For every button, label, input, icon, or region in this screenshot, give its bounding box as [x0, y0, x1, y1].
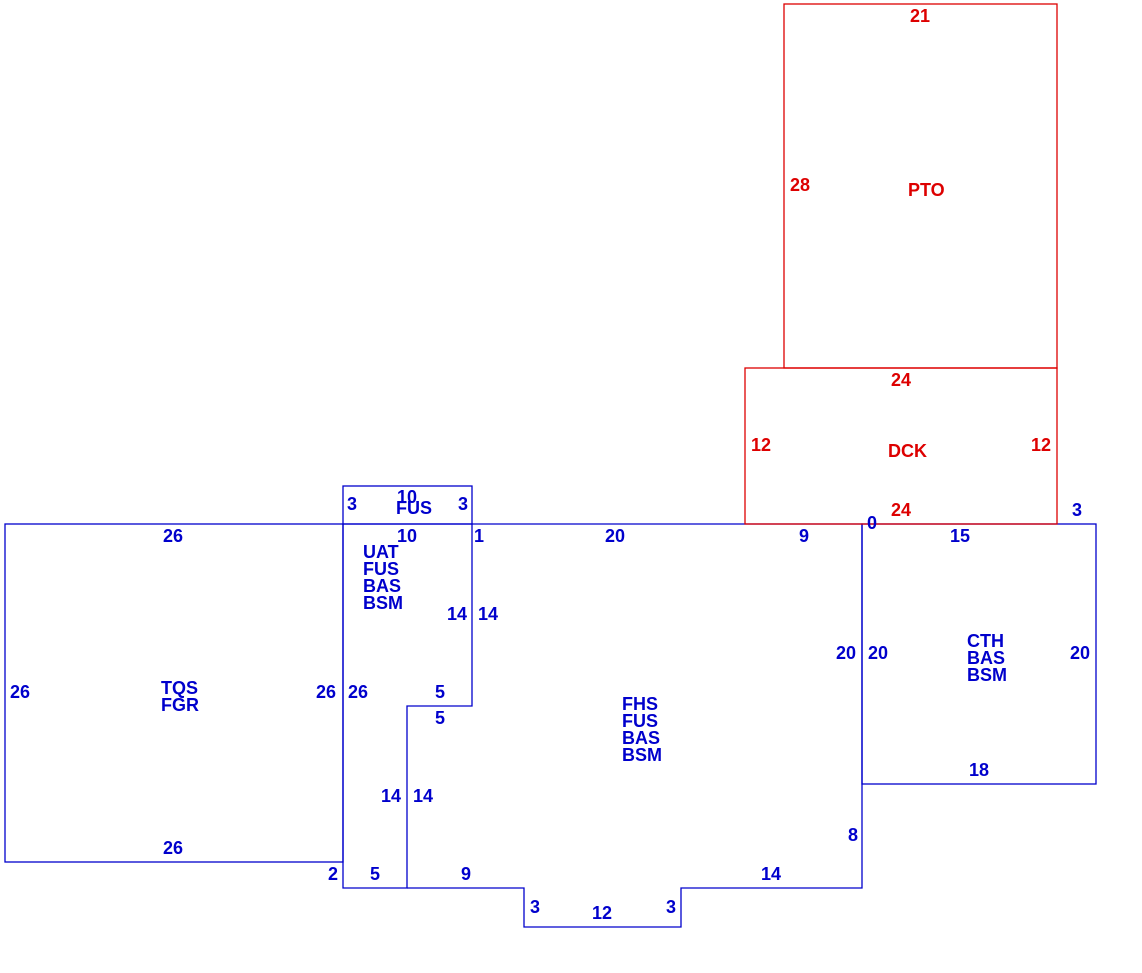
- dim-fhs-right-lower: 8: [848, 825, 858, 845]
- dim-tqs-top: 26: [163, 526, 183, 546]
- area-code: BSM: [363, 593, 403, 613]
- dim-dck-left: 12: [751, 435, 771, 455]
- dim-fhs-top-right: 9: [799, 526, 809, 546]
- dim-uat-step: 5: [435, 682, 445, 702]
- area-code: BAS: [622, 728, 660, 748]
- area-label-uat: UAT FUS BAS BSM: [363, 542, 403, 613]
- dim-pto-top: 21: [910, 6, 930, 26]
- area-code: BSM: [967, 665, 1007, 685]
- dim-cth-corner-left: 0: [867, 513, 877, 533]
- area-code: BAS: [967, 648, 1005, 668]
- dim-fhs-top: 20: [605, 526, 625, 546]
- dim-cth-top: 15: [950, 526, 970, 546]
- area-code: FHS: [622, 694, 658, 714]
- area-code: FUS: [396, 498, 432, 518]
- area-label-fus-bay: FUS: [396, 498, 432, 518]
- area-code: BAS: [363, 576, 401, 596]
- dim-cth-right: 20: [1070, 643, 1090, 663]
- dim-dck-right: 12: [1031, 435, 1051, 455]
- dim-bay-top: 10: [397, 487, 417, 507]
- area-label-pto: PTO: [908, 180, 945, 200]
- area-code: CTH: [967, 631, 1004, 651]
- dim-tqs-bottom: 26: [163, 838, 183, 858]
- dim-tqs-left: 26: [10, 682, 30, 702]
- dim-dck-top: 24: [891, 370, 911, 390]
- area-code: PTO: [908, 180, 945, 200]
- area-code: FUS: [622, 711, 658, 731]
- dim-cth-left: 20: [868, 643, 888, 663]
- addon-structure-lines: [744, 3, 1058, 525]
- dim-fhs-top-small: 1: [474, 526, 484, 546]
- dim-fhs-bump-right: 3: [666, 897, 676, 917]
- dim-uat-left: 26: [348, 682, 368, 702]
- area-labels: TQS FGR FUS UAT FUS BAS BSM FHS FUS BAS …: [161, 180, 1007, 765]
- dim-uat-right: 14: [447, 604, 467, 624]
- area-code: UAT: [363, 542, 399, 562]
- dim-fhs-bump-bottom: 12: [592, 903, 612, 923]
- area-code: DCK: [888, 441, 927, 461]
- dim-pto-left: 28: [790, 175, 810, 195]
- area-label-tqs: TQS FGR: [161, 678, 199, 715]
- area-code: FGR: [161, 695, 199, 715]
- dim-bay-left: 3: [347, 494, 357, 514]
- dim-tqs-right: 26: [316, 682, 336, 702]
- addon-dimension-labels: 21 28 24 12 12 24: [751, 6, 1051, 520]
- dim-fhs-left-upper: 14: [478, 604, 498, 624]
- dim-fhs-left-lower: 14: [413, 786, 433, 806]
- main-dimension-labels: 26 26 26 26 10 3 3 10 26 14 5 14 2 5 1 1…: [10, 487, 1090, 923]
- dim-uat-bottom: 5: [370, 864, 380, 884]
- area-label-cth: CTH BAS BSM: [967, 631, 1007, 685]
- dim-uat-bottom-left: 2: [328, 864, 338, 884]
- area-code: TQS: [161, 678, 198, 698]
- area-label-dck: DCK: [888, 441, 927, 461]
- area-code: BSM: [622, 745, 662, 765]
- dim-fhs-step: 5: [435, 708, 445, 728]
- pto-outline: [783, 3, 1058, 369]
- dim-bay-right: 3: [458, 494, 468, 514]
- area-label-fhs: FHS FUS BAS BSM: [622, 694, 662, 765]
- dim-cth-corner-right: 3: [1072, 500, 1082, 520]
- dim-fhs-bottom-left: 9: [461, 864, 471, 884]
- dim-fhs-right: 20: [836, 643, 856, 663]
- dim-fhs-bottom-right: 14: [761, 864, 781, 884]
- dim-bay-bottom: 10: [397, 526, 417, 546]
- dim-uat-lower: 14: [381, 786, 401, 806]
- dim-cth-bottom: 18: [969, 760, 989, 780]
- area-code: FUS: [363, 559, 399, 579]
- dim-dck-bottom: 24: [891, 500, 911, 520]
- dim-fhs-bump-left: 3: [530, 897, 540, 917]
